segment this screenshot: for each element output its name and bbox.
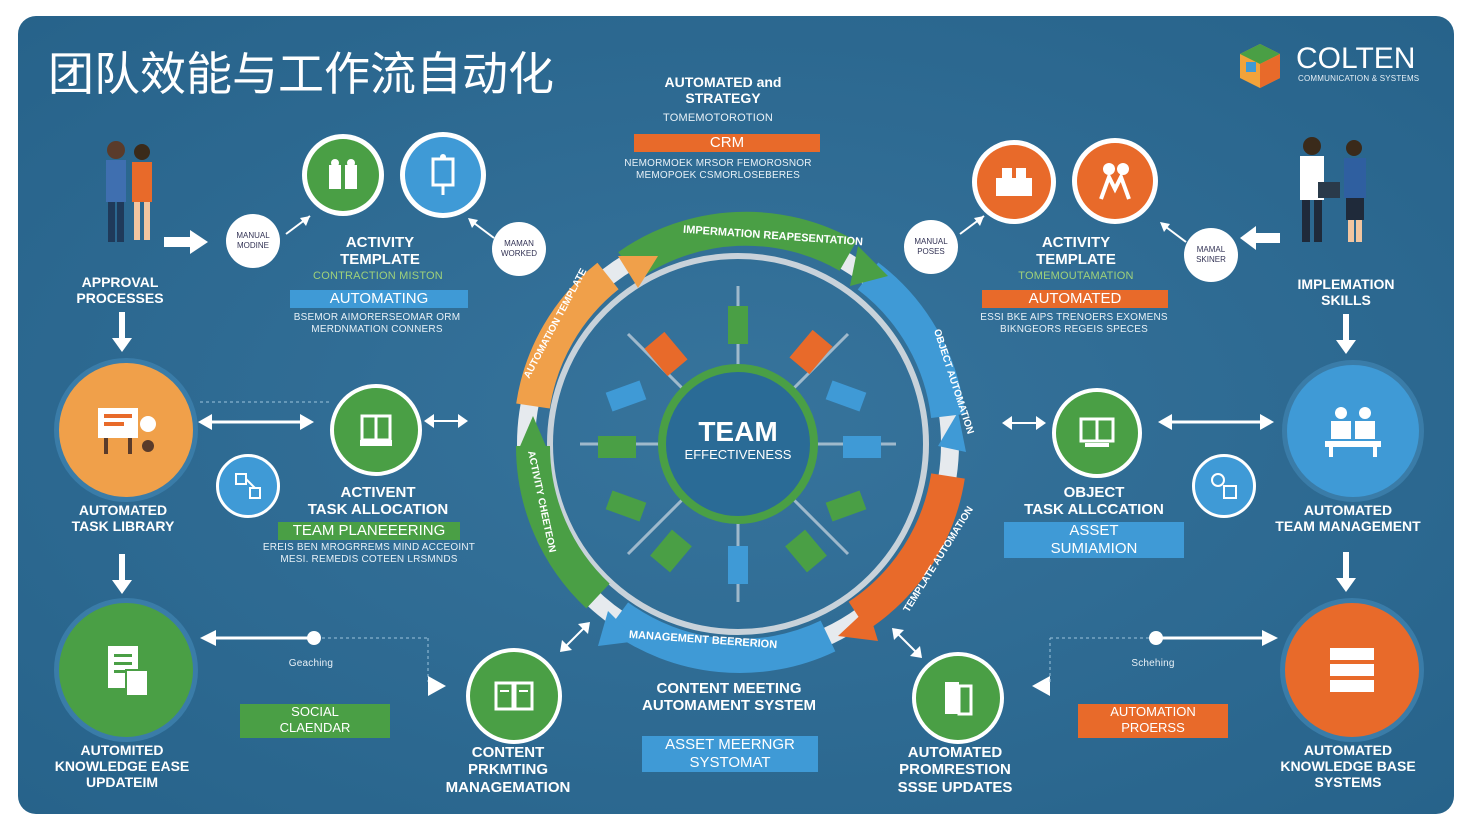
brand-tagline: COMMUNICATION & SYSTEMS [1298,74,1420,83]
content-meeting-title: CONTENT MEETING AUTOMAMENT SYSTEM [642,680,816,715]
right-automated-banner: AUTOMATED [982,290,1168,308]
activity-template-orange-icon-2 [1072,138,1158,224]
top-sub: TOMEMOTOROTION [663,112,773,124]
automated-promotion-label: AUTOMATED PROMRESTION SSSE UPDATES [897,744,1013,796]
left-task-allocation-small: EREIS BEN MROGRREMS MIND ACCEOINT MESI. … [262,542,476,565]
right-activity-template-sub: TOMEMOUTAMATION [1018,270,1134,282]
implementation-skills-label: IMPLEMATION SKILLS [1297,276,1395,309]
crm-banner: CRM [634,134,820,152]
activity-template-blue-icon [400,132,486,218]
left-activity-template-title: ACTIVITY TEMPLATE [340,234,420,269]
team-management-blue-icon [1282,360,1424,502]
people-right-icon [1300,137,1366,242]
arrow-back-icon [468,218,495,239]
double-arrow-right [1158,414,1274,430]
social-calendar-banner: SOCIAL CLAENDAR [240,704,390,738]
asset-meeting-banner: ASSET MEERNGR SYSTOMAT [642,736,818,772]
bubble-mamal-right: MAMAL SKINER [1184,228,1238,282]
brand-logo-icon [1238,42,1282,94]
arrow-back-right-icon [1160,222,1187,243]
arrow-down-icon [112,312,132,352]
left-activity-template-sub: CONTRACTION MISTON [313,270,443,282]
calendar-flow-left [200,630,446,696]
ring-segment-top [618,211,857,281]
arrow-diagonal-icon [285,215,311,235]
approval-processes-label: APPROVAL PROCESSES [76,274,164,307]
task-allocation-right-icon [1052,388,1142,478]
center-title: TEAM [698,416,778,447]
people-icon [106,141,152,242]
double-arrow-small-right [1002,416,1046,430]
bubble-maman-left: MAMAN WORKED [492,222,546,276]
automated-task-library-label: AUTOMATED TASK LIBRARY [71,502,175,535]
content-management-icon [466,648,562,744]
page-title: 团队效能与工作流自动化 [48,47,554,101]
schedule-right-label: Schehing [1131,658,1175,669]
task-library-orange-icon [54,358,198,502]
center-subtitle: EFFECTIVENESS [684,447,792,462]
right-task-allocation-title: OBJECT TASK ALLCCATION [1024,484,1164,519]
arrow-diagonal-right-icon [959,215,985,235]
double-arrow-diag-right [892,628,922,658]
team-planning-banner: TEAM PLANEEERING [278,522,460,540]
ring-segment-left-top [516,262,619,409]
double-arrow-small-left [424,414,468,428]
arrow-down-icon-2 [112,554,132,594]
activity-template-green-icon [302,134,384,216]
automated-team-management-label: AUTOMATED TEAM MANAGEMENT [1275,502,1421,535]
ring-segment-right-bottom [848,473,965,631]
knowledge-update-green-icon [54,598,198,742]
calendar-left-label: Geaching [288,658,334,669]
right-activity-template-title: ACTIVITY TEMPLATE [1036,234,1116,269]
knowledge-base-orange-icon [1280,598,1424,742]
ring-segment-right-top [857,262,965,419]
bubble-manual-left: MANUAL MODINE [226,214,280,268]
infographic-frame: 团队效能与工作流自动化 COLTEN COMMUNICATION & SYSTE… [18,16,1454,814]
left-automating-banner: AUTOMATING [290,290,468,308]
asset-summation-banner: ASSET SUMIAMION [1004,522,1184,558]
right-activity-template-small: ESSI BKE AIPS TRENOERS EXOMENS BIKNGEORS… [980,312,1168,335]
bubble-manual-right: MANUAL POSES [904,220,958,274]
brand-name: COLTEN [1296,42,1416,75]
automation-process-banner: AUTOMATION PROERSS [1078,704,1228,738]
schedule-flow-right [1032,630,1278,696]
left-task-allocation-title: ACTIVENT TASK ALLOCATION [307,484,449,519]
content-management-label: CONTENT PRKMTING MANAGEMATION [445,744,571,796]
central-ring [515,211,966,673]
task-allocation-left-icon [330,384,422,476]
double-arrow-diag-left [560,622,590,652]
left-activity-template-small: BSEMOR AIMORERSEOMAR ORM MERDNMATION CON… [293,312,461,335]
dashed-line-left [200,401,330,403]
automated-knowledge-right-label: AUTOMATED KNOWLEDGE BASE SYSTEMS [1280,742,1416,791]
arrow-down-icon-right [1336,314,1356,354]
automated-knowledge-left-label: AUTOMITED KNOWLEDGE EASE UPDATEIM [54,742,190,791]
promotion-updates-icon [912,652,1004,744]
arrow-left-icon [1240,226,1280,250]
top-small: NEMORMOEK MRSOR FEMOROSNOR MEMOPOEK CSMO… [624,158,812,181]
workflow-small-icon [216,454,280,518]
double-arrow-left [198,414,314,430]
workflow-small-right-icon [1192,454,1256,518]
arrow-down-icon-right-2 [1336,552,1356,592]
arrow-right-icon [164,230,208,254]
top-heading: AUTOMATED and STRATEGY [664,74,782,107]
ring-segment-left-bottom [515,445,610,609]
activity-template-orange-icon-1 [972,140,1056,224]
ring-segment-bottom [607,602,836,673]
